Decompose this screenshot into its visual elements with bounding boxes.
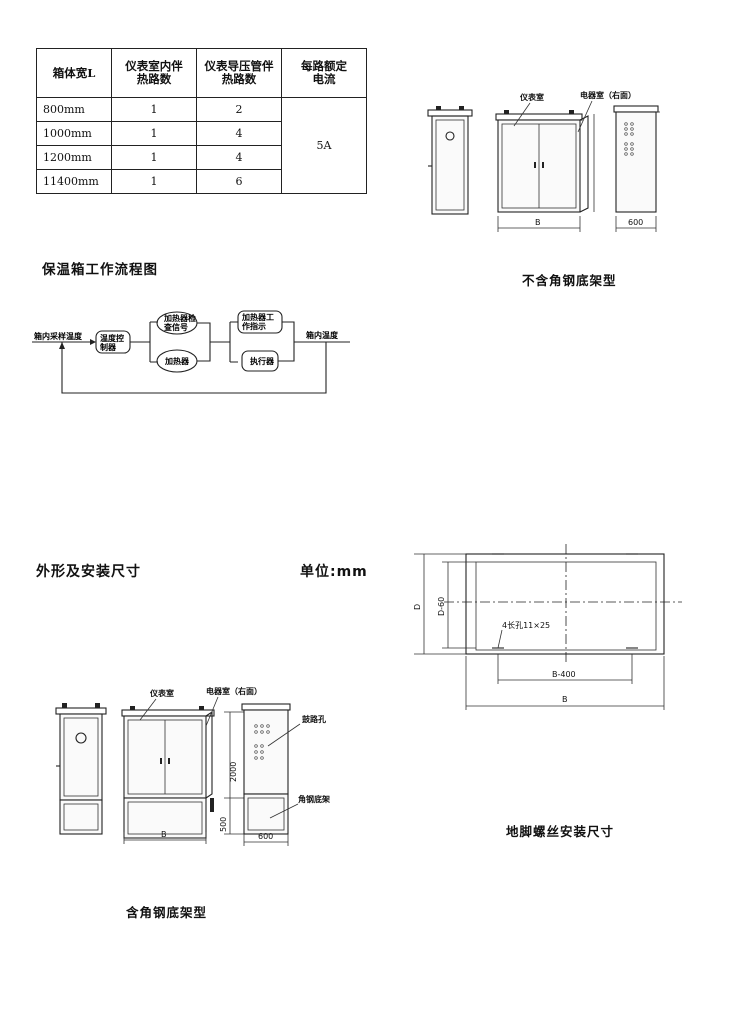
dim-b: B <box>562 695 568 704</box>
top-dim-b: B <box>535 218 541 227</box>
svg-text:查信号: 查信号 <box>164 322 188 332</box>
cell-current: 5A <box>281 97 367 194</box>
table-row: 800mm 1 2 5A <box>36 97 367 194</box>
foundation-caption: 地脚螺丝安装尺寸 <box>506 824 615 839</box>
cell-width: 800mm <box>36 97 112 122</box>
bottom-dim-height: 2000 <box>229 762 238 782</box>
cell-pipe: 4 <box>196 145 282 170</box>
svg-text:加热器工: 加热器工 <box>241 312 274 322</box>
top-electrical-room-label: 电器室（右面） <box>580 90 636 100</box>
header-pipe-circuits: 仪表导压管伴热路数 <box>196 48 282 98</box>
svg-text:温度控: 温度控 <box>100 333 124 343</box>
header-inner-circuits: 仪表室内伴热路数 <box>111 48 197 98</box>
cell-pipe: 2 <box>196 97 282 122</box>
bottom-dim-depth: 600 <box>258 832 273 841</box>
table-row: 11400mm 1 6 <box>36 169 367 194</box>
svg-text:制器: 制器 <box>100 342 117 352</box>
svg-text:作指示: 作指示 <box>242 321 266 331</box>
table-row: 1000mm 1 4 <box>36 121 367 146</box>
top-instrument-room-label: 仪表室 <box>519 92 544 102</box>
cell-width: 11400mm <box>36 169 112 194</box>
flow-input-label: 箱内采样温度 <box>34 331 83 341</box>
bottom-cabinet-caption: 含角钢底架型 <box>126 905 208 920</box>
unit-label: 单位:mm <box>300 564 368 580</box>
spec-table: 箱体宽L 仪表室内伴热路数 仪表导压管伴热路数 每路额定电流 800mm 1 2… <box>36 48 367 194</box>
slot-label: 4长孔11×25 <box>502 620 550 630</box>
dim-d60: D-60 <box>437 597 446 616</box>
bottom-dim-base: 500 <box>219 817 228 832</box>
cell-inner: 1 <box>111 97 197 122</box>
top-dim-depth: 600 <box>628 218 643 227</box>
flow-output-label: 箱内温度 <box>306 330 339 340</box>
dim-b400: B-400 <box>552 670 576 679</box>
foundation-bolt-drawing: D D-60 4长孔11×25 B-400 B <box>413 544 682 710</box>
cell-pipe: 4 <box>196 121 282 146</box>
bottom-instrument-room-label: 仪表室 <box>149 688 174 698</box>
header-rated-current: 每路额定电流 <box>281 48 367 98</box>
flow-title: 保温箱工作流程图 <box>42 262 158 278</box>
drum-hole-label: 鼓路孔 <box>302 714 326 724</box>
cell-width: 1000mm <box>36 121 112 146</box>
cell-inner: 1 <box>111 169 197 194</box>
cell-width: 1200mm <box>36 145 112 170</box>
steel-base-label: 角钢底架 <box>298 794 330 804</box>
spec-table-header: 箱体宽L 仪表室内伴热路数 仪表导压管伴热路数 每路额定电流 <box>36 48 367 98</box>
cell-inner: 1 <box>111 121 197 146</box>
cell-inner: 1 <box>111 145 197 170</box>
flow-diagram: 箱内采样温度 温度控 制器 加热器检 查信号 加热器 加热器工 作指示 执行器 … <box>32 310 350 394</box>
cabinet-without-base-drawing: 仪表室 电器室（右面） B 600 <box>427 90 660 232</box>
bottom-electrical-room-label: 电器室（右面） <box>206 686 262 696</box>
dim-d: D <box>413 604 422 610</box>
dimensions-title: 外形及安装尺寸 <box>36 564 141 580</box>
svg-text:加热器: 加热器 <box>164 356 190 366</box>
header-box-width: 箱体宽L <box>36 48 112 98</box>
cell-pipe: 6 <box>196 169 282 194</box>
svg-text:加热器检: 加热器检 <box>163 313 196 323</box>
table-row: 1200mm 1 4 <box>36 145 367 170</box>
cabinet-with-base-drawing: 仪表室 电器室（右面） B 2000 500 鼓路孔 角钢底架 600 <box>55 686 330 846</box>
top-cabinet-caption: 不含角钢底架型 <box>522 273 617 288</box>
svg-text:执行器: 执行器 <box>250 356 275 366</box>
bottom-dim-b: B <box>161 830 167 839</box>
